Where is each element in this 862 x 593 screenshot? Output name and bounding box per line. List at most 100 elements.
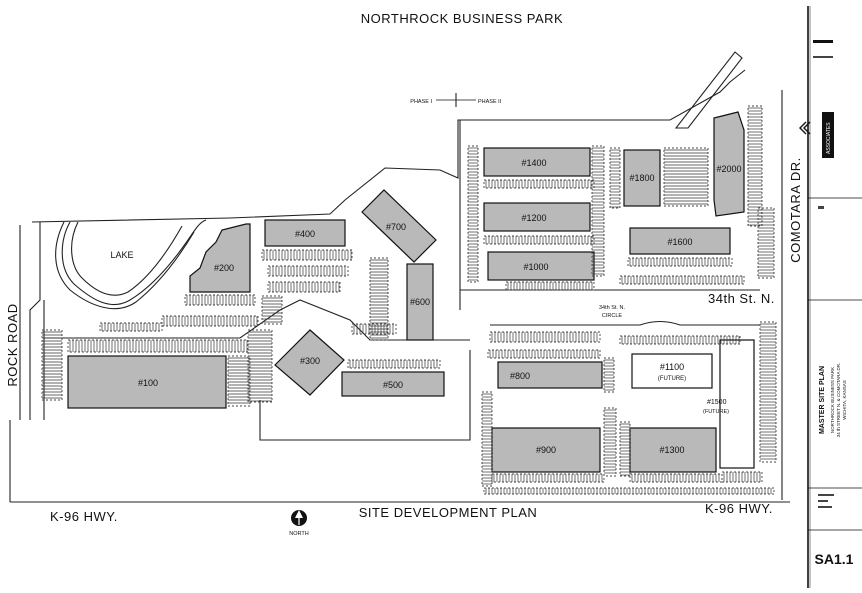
- firm-logo: ASSOCIATES: [799, 112, 834, 158]
- parking-stalls: [621, 276, 743, 284]
- phase-2-label: PHASE II: [478, 99, 502, 105]
- parking-stalls: [370, 259, 388, 339]
- parking-stalls: [620, 423, 630, 476]
- parking-stalls: [248, 331, 272, 402]
- parking-areas: [41, 105, 777, 495]
- building-1000-label: #1000: [523, 262, 548, 272]
- building-1300[interactable]: #1300: [629, 427, 717, 473]
- building-300[interactable]: #300: [274, 329, 345, 396]
- parking-stalls: [748, 107, 762, 226]
- parking-stalls: [631, 474, 720, 482]
- parking-stalls: [604, 359, 614, 391]
- north-arrow-label: NORTH: [289, 531, 308, 537]
- parking-stalls: [610, 149, 620, 208]
- 34th-street-label: 34th St. N.: [708, 291, 775, 306]
- parking-stalls: [485, 236, 592, 244]
- parking-stalls: [262, 297, 282, 323]
- building-1400-label: #1400: [521, 158, 546, 168]
- k96-highway-label-right: K-96 HWY.: [705, 501, 773, 516]
- building-200[interactable]: #200: [189, 223, 251, 293]
- parking-stalls: [758, 209, 774, 277]
- building-100[interactable]: #100: [67, 355, 227, 409]
- building-1800-label: #1800: [629, 173, 654, 183]
- building-1800[interactable]: #1800: [623, 149, 661, 207]
- building-1600-label: #1600: [667, 237, 692, 247]
- building-1000[interactable]: #1000: [487, 251, 595, 281]
- building-300-label: #300: [300, 356, 320, 366]
- sheet-number: SA1.1: [815, 551, 854, 567]
- building-2000-label: #2000: [716, 164, 741, 174]
- building-500[interactable]: #500: [341, 371, 445, 397]
- parking-stalls: [42, 331, 62, 399]
- parking-stalls: [69, 340, 248, 352]
- building-700-label: #700: [386, 222, 406, 232]
- project-address: 34 th STREET N. & COMOTARA DR.: [836, 363, 841, 438]
- project-name: NORTHROCK BUSINESS PARK: [830, 367, 835, 433]
- firm-name: ASSOCIATES: [826, 122, 832, 154]
- building-100-label: #100: [138, 378, 158, 388]
- building-800-label: #800: [510, 371, 530, 381]
- building-1500[interactable]: #1500 (FUTURE): [703, 339, 755, 469]
- building-900[interactable]: #900: [491, 427, 601, 473]
- comotara-drive-label: COMOTARA DR.: [788, 157, 803, 262]
- lake: LAKE: [55, 219, 207, 310]
- parking-stalls: [228, 357, 250, 404]
- north-arrow: NORTH: [289, 510, 309, 537]
- building-200-label: #200: [214, 263, 234, 273]
- parking-stalls: [629, 258, 730, 266]
- building-1200-label: #1200: [521, 213, 546, 223]
- building-500-label: #500: [383, 380, 403, 390]
- parking-stalls: [723, 472, 761, 482]
- plan-title: MASTER SITE PLAN: [819, 366, 826, 434]
- parking-stalls: [482, 393, 492, 485]
- parking-stalls: [349, 360, 438, 368]
- building-1200[interactable]: #1200: [483, 202, 591, 232]
- building-1600[interactable]: #1600: [629, 227, 731, 255]
- building-600[interactable]: #600: [406, 263, 434, 341]
- title-block: ASSOCIATES MASTER SITE PLAN NORTHROCK BU…: [799, 6, 862, 588]
- building-600-label: #600: [410, 297, 430, 307]
- parking-stalls: [186, 295, 254, 305]
- parking-stalls: [468, 147, 478, 281]
- parking-stalls: [269, 266, 346, 276]
- parking-stalls: [621, 336, 740, 344]
- site-boundary: [29, 69, 746, 420]
- building-1500-status: (FUTURE): [703, 409, 729, 415]
- parking-stalls: [353, 324, 394, 334]
- building-1100-label: #1100: [660, 362, 684, 372]
- building-2000[interactable]: #2000: [713, 111, 745, 217]
- south-drive: [259, 350, 471, 441]
- parking-stalls: [491, 332, 598, 342]
- site-development-plan-label: SITE DEVELOPMENT PLAN: [359, 505, 538, 520]
- building-1300-label: #1300: [659, 445, 684, 455]
- k96-highway-label-left: K-96 HWY.: [50, 509, 118, 524]
- building-700[interactable]: #700: [361, 189, 437, 263]
- north-access-drive: [674, 51, 743, 129]
- project-city: WICHITA, KANSAS: [842, 380, 847, 419]
- circle-label-line1: 34th St. N.: [599, 305, 625, 311]
- phase-1-label: PHASE I: [410, 99, 432, 105]
- parking-stalls: [485, 180, 592, 188]
- parking-stalls: [489, 350, 599, 358]
- rock-road-label: ROCK ROAD: [5, 303, 20, 386]
- circle-label-line2: CIRCLE: [602, 313, 623, 319]
- building-400-label: #400: [295, 229, 315, 239]
- parking-stalls: [760, 323, 776, 460]
- parking-stalls: [664, 149, 708, 205]
- parking-stalls: [269, 282, 340, 292]
- parking-stalls: [493, 474, 603, 482]
- parking-stalls: [163, 316, 258, 326]
- page-title: NORTHROCK BUSINESS PARK: [361, 11, 563, 26]
- building-1100-status: (FUTURE): [658, 376, 686, 382]
- building-800[interactable]: #800: [497, 361, 603, 389]
- building-1400[interactable]: #1400: [483, 147, 591, 177]
- building-900-label: #900: [536, 445, 556, 455]
- parking-stalls: [604, 409, 616, 474]
- building-400[interactable]: #400: [264, 219, 346, 247]
- parking-stalls: [507, 282, 593, 290]
- lake-label: LAKE: [110, 250, 133, 260]
- building-1100[interactable]: #1100 (FUTURE): [631, 353, 713, 389]
- parking-stalls: [263, 250, 352, 260]
